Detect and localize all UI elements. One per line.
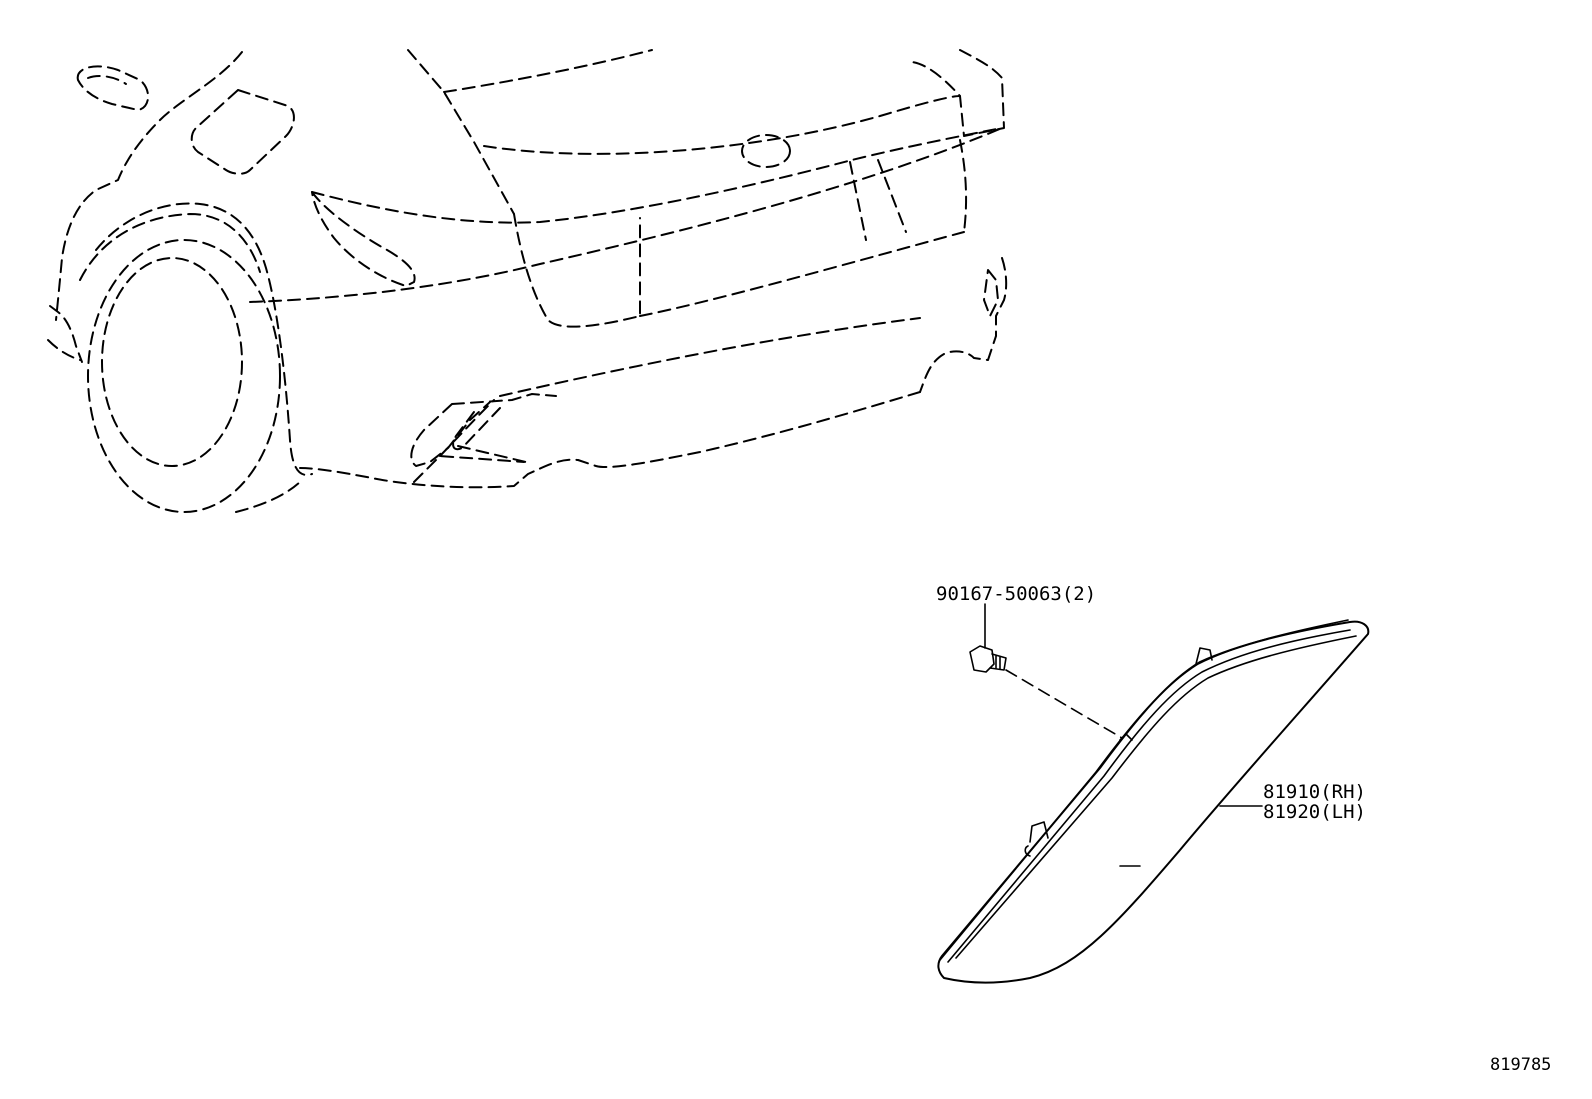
figure-number: 819785 <box>1490 1055 1551 1075</box>
license-garnish <box>513 213 641 328</box>
tire-bottom <box>235 479 303 513</box>
rear-glass-top <box>443 49 653 93</box>
bolt-head <box>969 645 995 673</box>
vehicle-rear-outline <box>47 49 1008 513</box>
bolt-part <box>969 603 1123 739</box>
quarter-panel-line <box>55 51 243 321</box>
bumper-right-vent <box>983 269 999 317</box>
reflector-rh-part-number: 81910(RH) <box>1263 781 1366 803</box>
reflector-part <box>937 619 1370 984</box>
hatch-right-lower <box>959 139 968 233</box>
reflector-clip <box>1119 733 1133 741</box>
reflector-mount-tab-side <box>1024 821 1049 857</box>
reflector-highlight <box>452 407 501 451</box>
reflector-mount-tab-top <box>1195 647 1213 665</box>
reflector-lh-part-number: 81920(LH) <box>1263 801 1366 823</box>
license-recess-bottom <box>639 231 965 317</box>
door-handle-recess <box>76 65 149 111</box>
tail-lamp-left <box>311 191 416 287</box>
bolt-part-number: 90167-50063(2) <box>936 583 1096 605</box>
door-handle <box>87 75 127 85</box>
rear-spoiler-right <box>911 49 1005 137</box>
wheel-arch-liner <box>79 213 261 281</box>
diffuser-fins <box>413 399 527 483</box>
rear-glass-left-edge <box>407 49 515 215</box>
wheel-arch <box>95 202 313 476</box>
bumper-lower-line <box>299 391 921 489</box>
rear-emblem <box>741 134 791 168</box>
hatch-lower-line <box>311 127 1003 224</box>
tail-lamp-inner <box>849 159 907 241</box>
rear-wheel-rim <box>101 257 243 467</box>
hatch-upper-line <box>483 95 961 155</box>
fuel-door <box>190 89 295 175</box>
rocker-line <box>49 305 83 363</box>
reflector-location <box>410 393 557 467</box>
bumper-midline <box>499 317 921 397</box>
bumper-right-corner <box>919 257 1008 393</box>
reflector-flange-inner <box>947 629 1351 963</box>
body-side-lower <box>47 339 81 361</box>
bolt-install-dashed-line <box>1005 669 1123 739</box>
bolt-shank <box>989 653 1007 671</box>
rear-tire-outer <box>87 239 281 513</box>
reflector-flange-lip <box>955 635 1357 959</box>
bumper-top-line <box>249 127 1003 303</box>
